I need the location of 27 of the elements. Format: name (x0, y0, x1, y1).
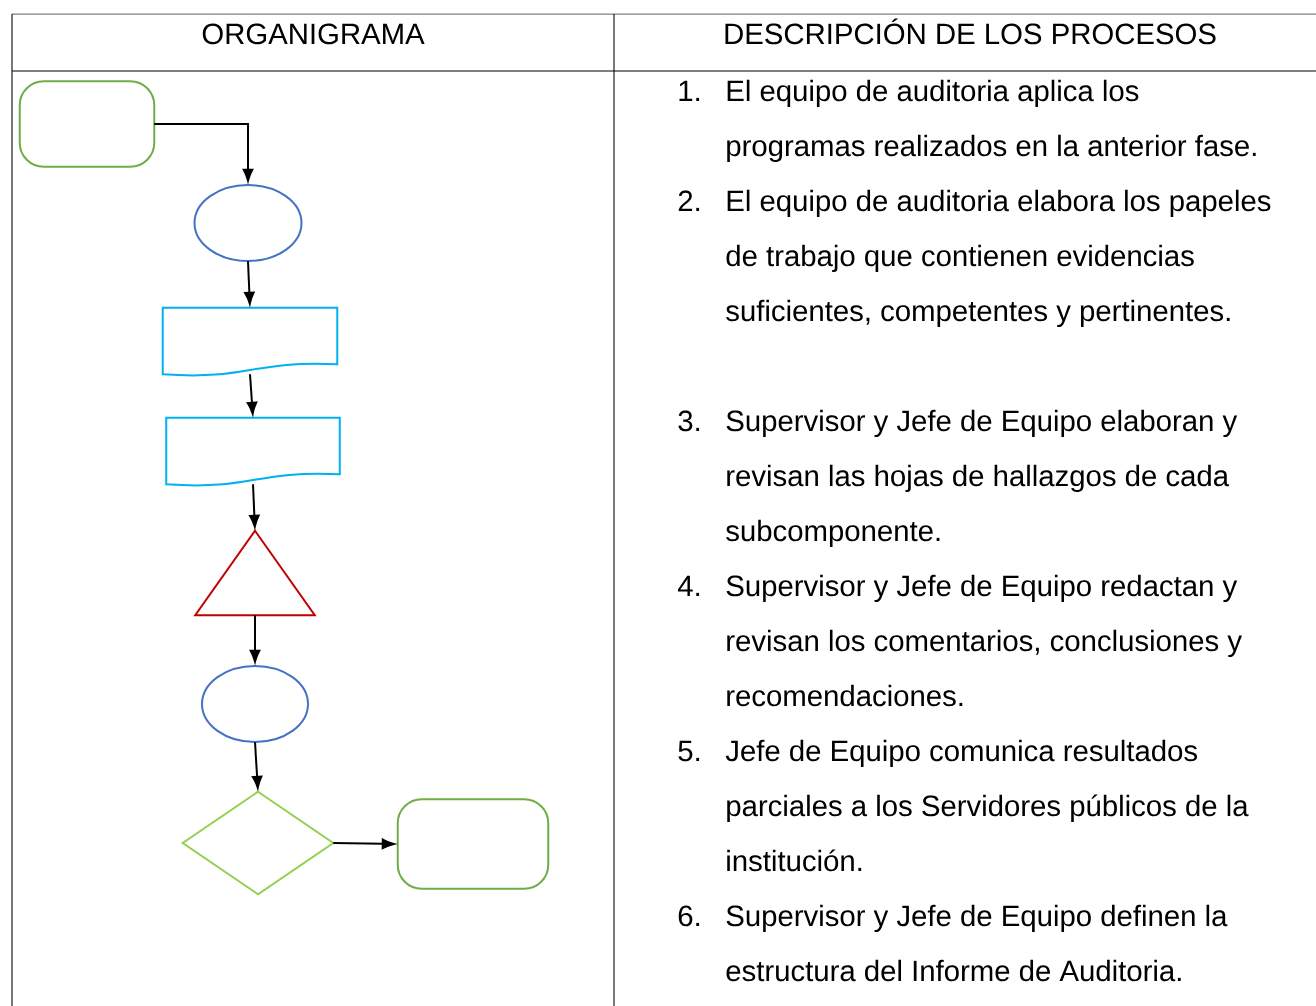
list-number: 1. (679, 80, 700, 101)
ellipse-shape (193, 184, 303, 262)
arrow (153, 123, 254, 182)
list-item: Supervisor y Jefe de Equipo elaboran y revisan las hojas de hallazgos de cada subcomponente. (726, 409, 1238, 548)
ellipse-shape (201, 665, 309, 743)
arrow (249, 614, 261, 663)
list-number: 3. (678, 410, 700, 432)
arrow (251, 741, 263, 789)
list-item: El equipo de auditoria aplica los programas realizados en la anterior fase. (727, 79, 1256, 163)
arrow (244, 260, 255, 305)
list-item: Supervisor y Jefe de Equipo definen la estructura del Informe de Auditoria. (726, 904, 1228, 982)
list-number: 4. (677, 575, 700, 596)
terminal-shape (18, 80, 156, 168)
list-item: Jefe de Equipo comunica resultados parciales a los Servidores públicos de la institución. (725, 739, 1249, 872)
list-number: 5. (678, 740, 700, 762)
document-shape (161, 306, 339, 377)
arrow (332, 838, 395, 850)
arrow (246, 373, 258, 415)
list-number: 2. (678, 190, 700, 211)
document-shape (165, 416, 341, 487)
terminal-shape (396, 798, 550, 890)
column-header: ORGANIGRAMA (202, 23, 425, 45)
column-header: DESCRIPCIÓN DE LOS PROCESOS (725, 18, 1216, 45)
list-item: El equipo de auditoria elabora los papeles de trabajo que contienen evidencias suficientes, competentes y pertinentes. (726, 189, 1271, 328)
list-number: 6. (678, 905, 700, 927)
list-item: Supervisor y Jefe de Equipo redactan y revisan los comentarios, conclusiones y recomendaciones. (726, 574, 1242, 707)
arrow (249, 483, 260, 528)
